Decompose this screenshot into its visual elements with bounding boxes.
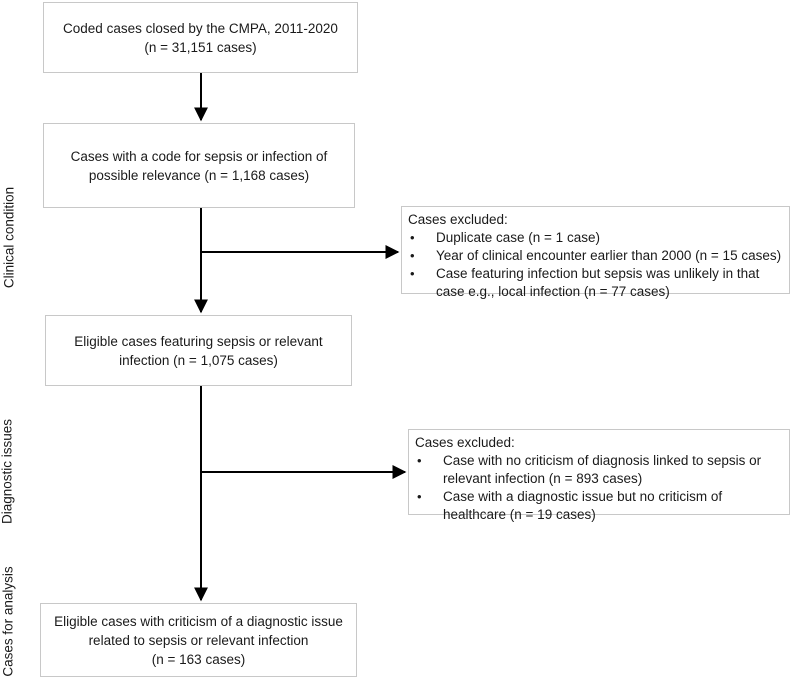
box-final-line2: related to sepsis or relevant infection [88,632,309,648]
side-label-analysis: Cases for analysis [0,566,16,677]
exclusion-2-title: Cases excluded: [415,435,515,450]
box-sepsis-line1: Cases with a code for sepsis or infectio… [70,148,328,164]
box-final-line3: (n = 163 cases) [151,651,246,667]
box-coded-line1: Coded cases closed by the CMPA, 2011-202… [63,20,338,36]
box-final-line1: Eligible cases with criticism of a diagn… [54,613,343,629]
side-label-clinical: Clinical condition [1,186,17,289]
box-coded-cases: Coded cases closed by the CMPA, 2011-202… [43,2,358,73]
exclusion-1-title: Cases excluded: [408,212,508,227]
box-eligible-line2: infection (n = 1,075 cases) [119,352,278,368]
box-coded-line2: (n = 31,151 cases) [144,39,257,55]
exclusion-1-item: Duplicate case (n = 1 case) [408,229,783,247]
box-final-cases: Eligible cases with criticism of a diagn… [40,603,357,677]
exclusion-1-item: Case featuring infection but sepsis was … [408,265,783,301]
box-sepsis-line2: possible relevance (n = 1,168 cases) [88,167,310,183]
exclusion-box-2: Cases excluded: Case with no criticism o… [408,429,790,522]
exclusion-2-item: Case with no criticism of diagnosis link… [415,452,783,488]
box-eligible-cases: Eligible cases featuring sepsis or relev… [45,315,352,386]
side-label-diagnostic: Diagnostic issues [0,418,15,525]
box-eligible-line1: Eligible cases featuring sepsis or relev… [74,333,323,349]
box-sepsis-codes: Cases with a code for sepsis or infectio… [43,123,355,208]
exclusion-2-item: Case with a diagnostic issue but no crit… [415,488,783,524]
exclusion-1-item: Year of clinical encounter earlier than … [408,247,783,265]
exclusion-box-1: Cases excluded: Duplicate case (n = 1 ca… [401,206,790,299]
